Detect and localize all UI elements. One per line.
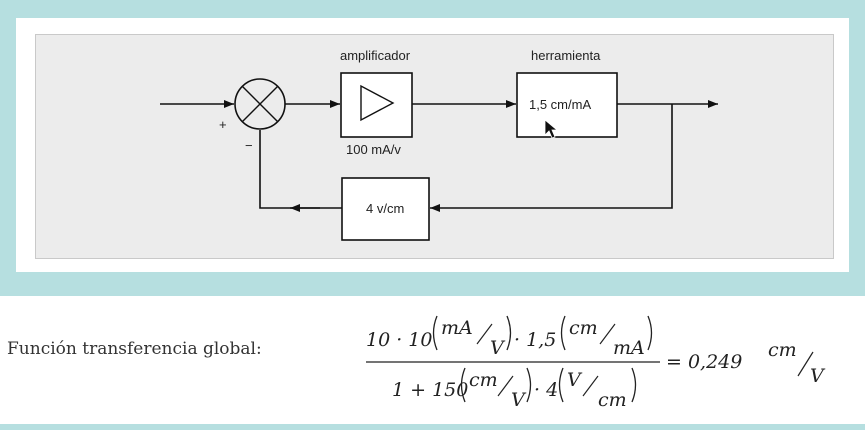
plus-sign: + [219, 117, 227, 132]
unit-cm-top-1: cm [569, 317, 598, 339]
transfer-function-formula: 10 · 10 mA V · 1,5 cm mA 1 + 150 cm V · … [366, 315, 826, 411]
unit-v-bottom-1: V [490, 337, 506, 359]
result-value: = 0,249 [666, 351, 742, 373]
mouse-cursor-icon [544, 119, 559, 139]
paren-open-3 [460, 367, 466, 403]
tool-gain: 1,5 cm/mA [529, 97, 591, 112]
unit-cm-bottom: cm [598, 389, 627, 411]
paren-close-2 [647, 315, 653, 351]
paren-close-3 [526, 367, 532, 403]
bottom-band [0, 424, 865, 430]
amplifier-title: amplificador [340, 48, 411, 63]
amplifier-gain: 100 mA/v [346, 142, 401, 157]
paren-open-2 [560, 315, 566, 351]
feedback-line-left [259, 130, 342, 209]
unit-cm-top-2: cm [469, 369, 498, 391]
unit-v-bottom-2: V [511, 389, 527, 411]
denominator-multiplier: · 4 [534, 379, 558, 401]
result-unit-top: cm [768, 339, 797, 361]
amplifier-triangle-icon [360, 84, 395, 122]
tool-title: herramienta [531, 48, 601, 63]
amplifier-block [340, 72, 413, 138]
denominator-sum: 1 + 150 [392, 379, 468, 401]
unit-ma-bottom: mA [613, 337, 645, 359]
numerator-coefficient: 10 · 10 [366, 329, 432, 351]
result-unit-slash [797, 351, 814, 377]
feedback-line-right [430, 104, 673, 212]
unit-v-top: V [567, 369, 583, 391]
tool-block [516, 72, 618, 138]
paren-open-1 [432, 315, 438, 351]
paren-open-4 [558, 367, 564, 403]
unit-ma-top: mA [441, 317, 473, 339]
feedback-gain: 4 v/cm [366, 201, 404, 216]
numerator-multiplier: · 1,5 [514, 329, 556, 351]
paren-close-1 [506, 315, 512, 351]
minus-sign: − [245, 138, 253, 153]
paren-close-4 [631, 367, 637, 403]
unit-slash-1 [476, 323, 493, 345]
formula-label: Función transferencia global: [7, 339, 262, 359]
block-diagram-area [35, 34, 834, 259]
unit-slash-3 [497, 375, 514, 397]
block-diagram: + − amplificador 100 mA/v herramienta 1,… [160, 48, 718, 241]
feedback-block [341, 177, 430, 241]
unit-slash-4 [582, 375, 599, 397]
result-unit-bottom: V [810, 365, 826, 387]
summing-junction [234, 78, 286, 130]
unit-slash-2 [599, 323, 616, 345]
